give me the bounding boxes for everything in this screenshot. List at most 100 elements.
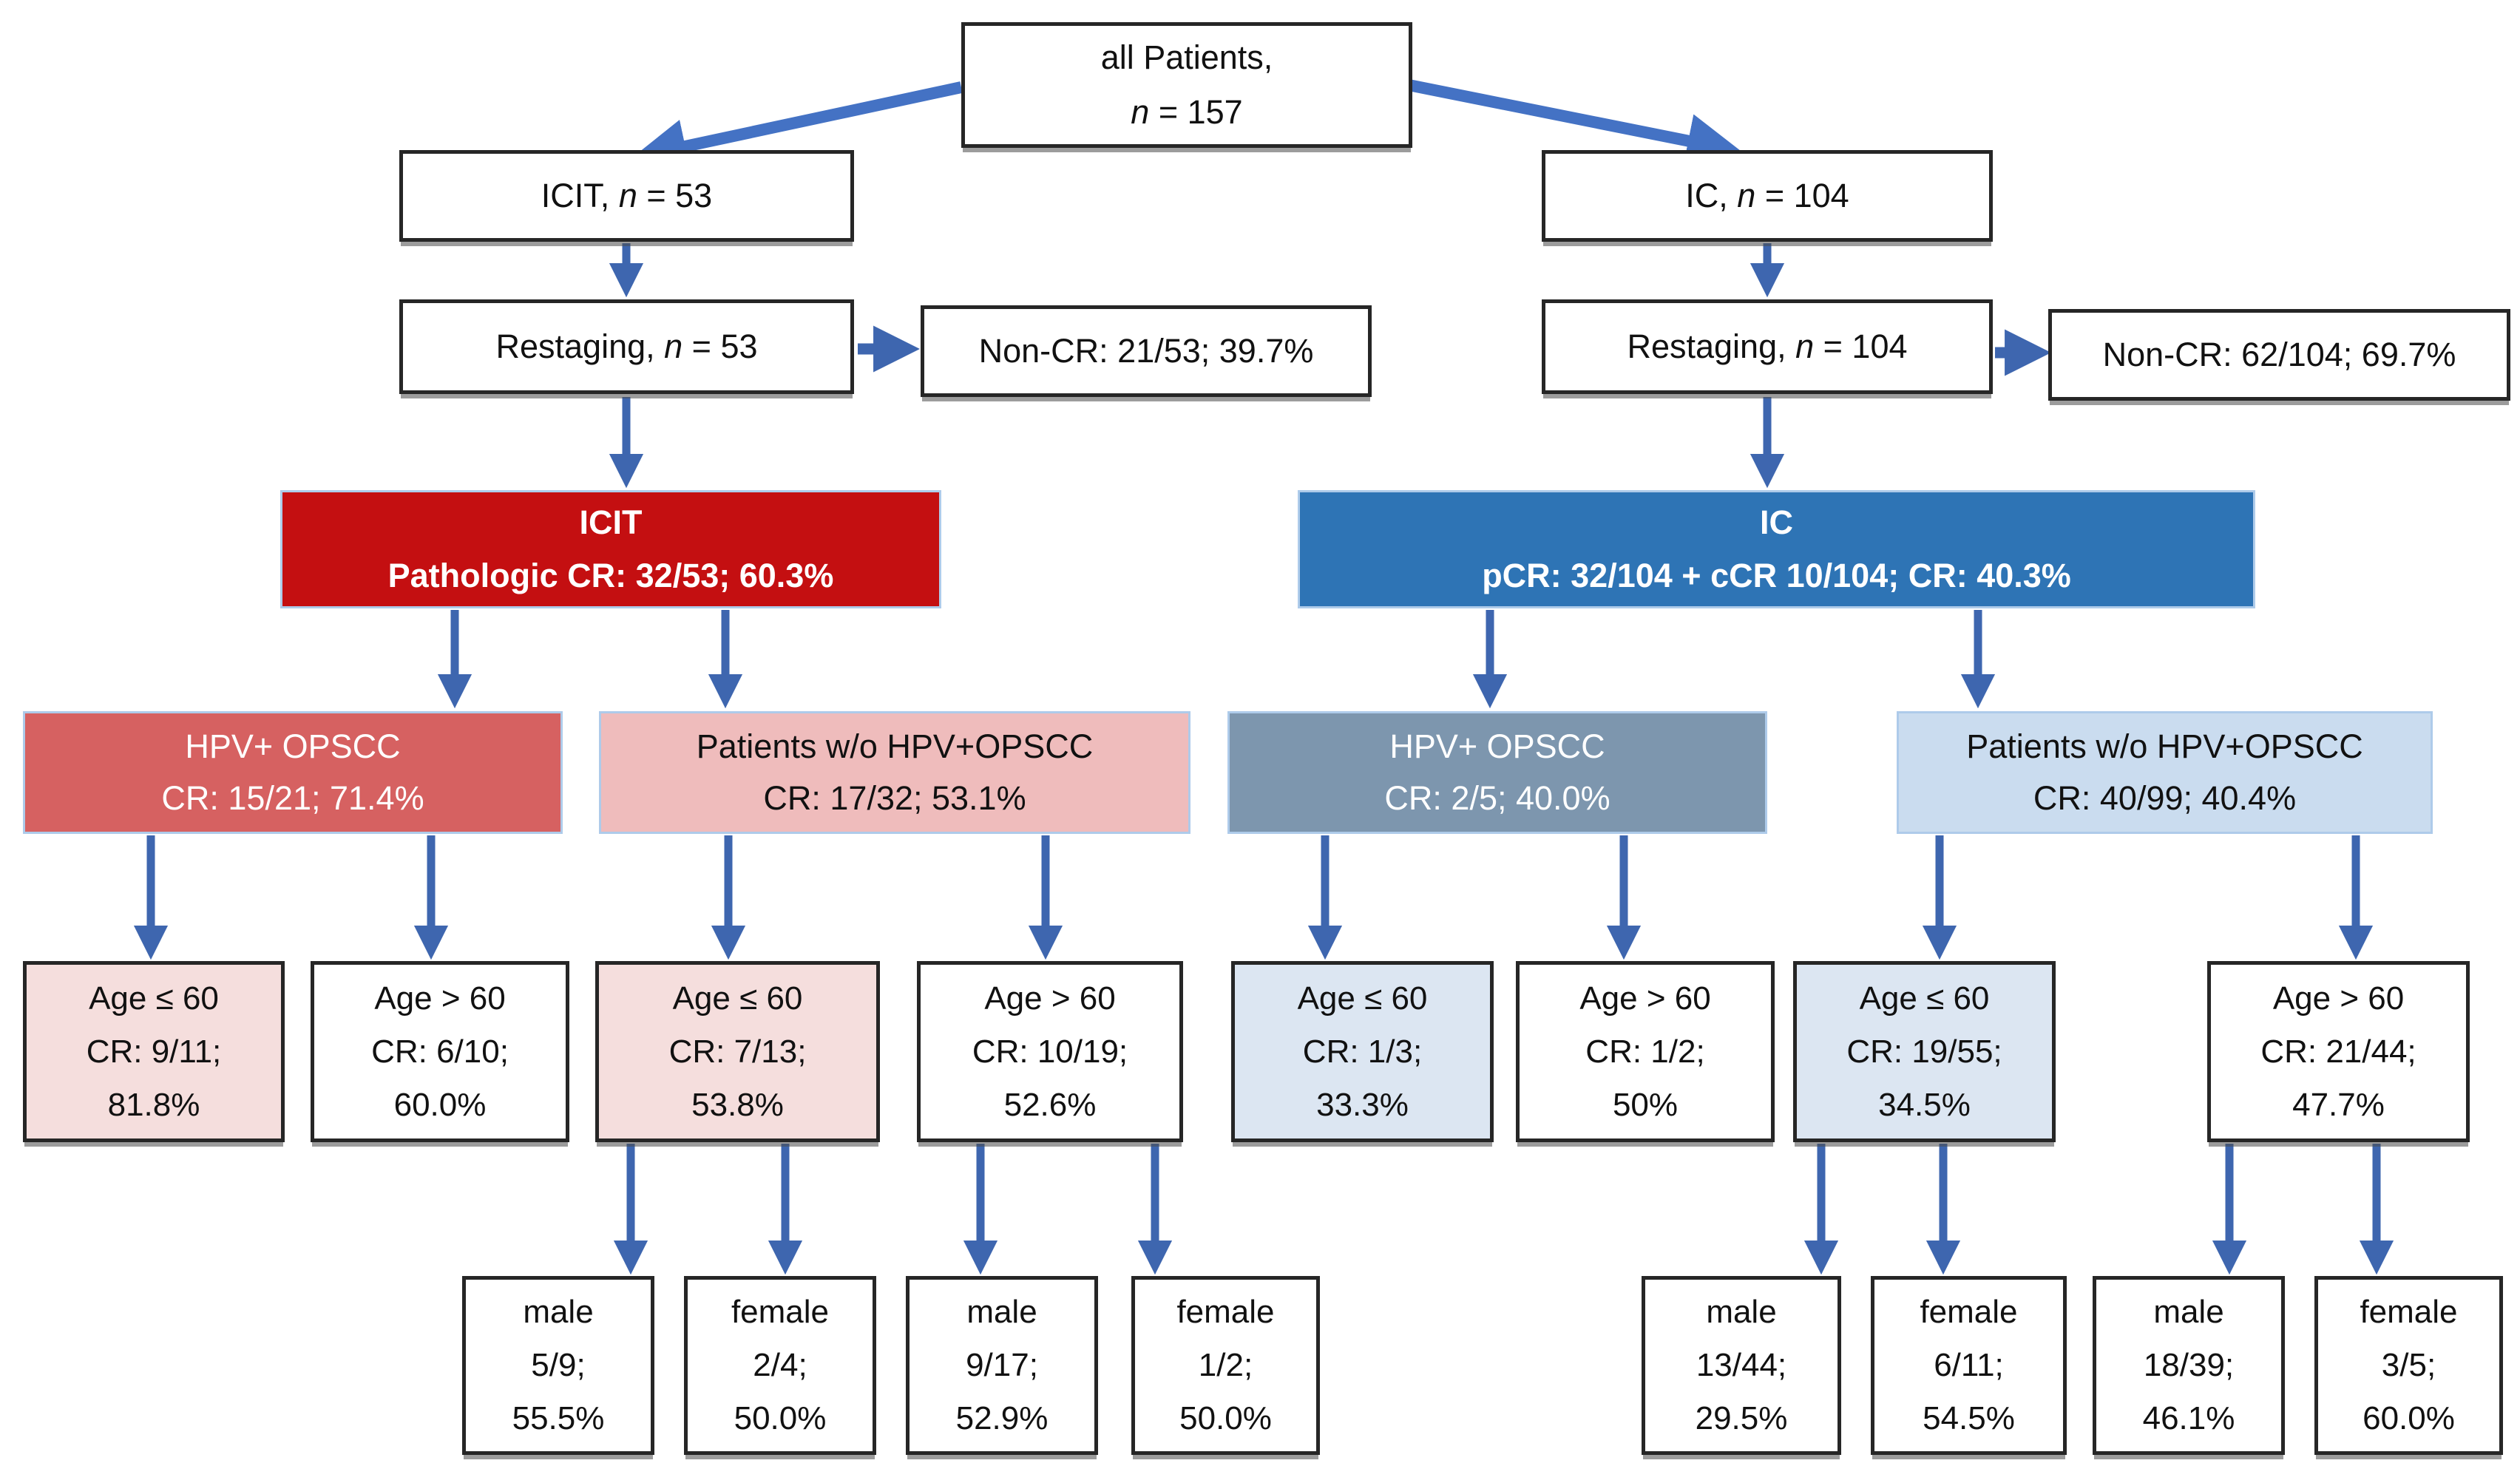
node-ic-hpv-opscc: HPV+ OPSCC CR: 2/5; 40.0% — [1227, 711, 1767, 834]
node-line: Pathologic CR: 32/53; 60.3% — [387, 557, 834, 594]
node-line: 60.0% — [393, 1086, 487, 1123]
node-ic-without-hpv-opscc: Patients w/o HPV+OPSCC CR: 40/99; 40.4% — [1897, 711, 2433, 834]
node-line: 33.3% — [1316, 1086, 1409, 1123]
node-icit-without-hpv-opscc: Patients w/o HPV+OPSCC CR: 17/32; 53.1% — [599, 711, 1190, 834]
node-line: Age > 60 — [984, 980, 1116, 1017]
node-line: 46.1% — [2142, 1400, 2235, 1436]
node-line: 6/11; — [1934, 1347, 2004, 1383]
node-line: IC — [1760, 503, 1793, 541]
label-part: = 53 — [682, 328, 758, 366]
node-line: 53.8% — [691, 1086, 784, 1123]
node-line: ICIT, n = 53 — [541, 171, 712, 221]
node-line: 18/39; — [2143, 1347, 2235, 1383]
node-line: CR: 15/21; 71.4% — [161, 779, 424, 817]
node-line: Age ≤ 60 — [1297, 980, 1428, 1017]
node-line: male — [966, 1294, 1037, 1330]
node-line: Non-CR: 62/104; 69.7% — [2102, 336, 2456, 374]
label-part: = 104 — [1814, 328, 1908, 366]
arrow-allpatients-to-icit — [631, 81, 963, 173]
node-ic-young-female: female 6/11; 54.5% — [1871, 1276, 2067, 1455]
label-part: Restaging, — [495, 328, 665, 366]
node-line: 52.6% — [1003, 1086, 1097, 1123]
node-line: CR: 9/11; — [86, 1033, 222, 1070]
node-line: Age > 60 — [2272, 980, 2405, 1017]
label-part-italic-n: n — [1795, 328, 1815, 366]
node-line: CR: 40/99; 40.4% — [2033, 779, 2297, 817]
node-line: 52.9% — [955, 1400, 1049, 1436]
node-icit-old-male: male 9/17; 52.9% — [906, 1276, 1098, 1455]
label-part-italic-n: n — [1737, 177, 1756, 215]
node-ic-young-male: male 13/44; 29.5% — [1642, 1276, 1841, 1455]
label-part: all Patients, — [1100, 38, 1273, 76]
node-line: male — [523, 1294, 594, 1330]
label-part-italic-n: n — [618, 177, 637, 215]
node-icit-hpv-age-le60: Age ≤ 60 CR: 9/11; 81.8% — [23, 961, 285, 1142]
node-icit-old-female: female 1/2; 50.0% — [1131, 1276, 1320, 1455]
node-line: CR: 1/3; — [1302, 1033, 1423, 1070]
node-noncr-icit: Non-CR: 21/53; 39.7% — [921, 305, 1372, 397]
node-line: all Patients, — [1101, 30, 1273, 85]
node-line: Patients w/o HPV+OPSCC — [1966, 727, 2363, 765]
node-line: 29.5% — [1695, 1400, 1788, 1436]
node-line: CR: 2/5; 40.0% — [1384, 779, 1610, 817]
node-icit-arm: ICIT, n = 53 — [399, 150, 854, 242]
node-line: 81.8% — [107, 1086, 200, 1123]
node-icit-hpv-opscc: HPV+ OPSCC CR: 15/21; 71.4% — [23, 711, 563, 834]
label-part: = 157 — [1149, 93, 1243, 131]
label-part: ICIT, — [541, 177, 619, 215]
node-line: Age ≤ 60 — [1859, 980, 1990, 1017]
node-line: Age ≤ 60 — [89, 980, 219, 1017]
arrow-allpatients-to-ic — [1407, 79, 1742, 168]
node-line: HPV+ OPSCC — [185, 727, 401, 765]
node-line: female — [731, 1294, 830, 1330]
node-line: CR: 6/10; — [371, 1033, 509, 1070]
label-part: = 104 — [1755, 177, 1849, 215]
node-icit-nonhpv-age-le60: Age ≤ 60 CR: 7/13; 53.8% — [595, 961, 880, 1142]
node-icit-nonhpv-age-gt60: Age > 60 CR: 10/19; 52.6% — [917, 961, 1183, 1142]
node-ic-result: IC pCR: 32/104 + cCR 10/104; CR: 40.3% — [1298, 490, 2255, 608]
node-line: 3/5; — [2381, 1347, 2436, 1383]
node-line: 60.0% — [2362, 1400, 2455, 1436]
node-line: CR: 1/2; — [1585, 1033, 1705, 1070]
node-line: 13/44; — [1696, 1347, 1787, 1383]
node-ic-nonhpv-age-gt60: Age > 60 CR: 21/44; 47.7% — [2207, 961, 2470, 1142]
node-line: 9/17; — [966, 1347, 1038, 1383]
node-ic-hpv-age-gt60: Age > 60 CR: 1/2; 50% — [1516, 961, 1775, 1142]
node-line: Non-CR: 21/53; 39.7% — [978, 332, 1314, 370]
node-line: female — [1176, 1294, 1275, 1330]
node-line: female — [2360, 1294, 2458, 1330]
node-ic-old-female: female 3/5; 60.0% — [2314, 1276, 2503, 1455]
node-line: pCR: 32/104 + cCR 10/104; CR: 40.3% — [1482, 557, 2071, 594]
node-ic-nonhpv-age-le60: Age ≤ 60 CR: 19/55; 34.5% — [1793, 961, 2056, 1142]
node-line: 2/4; — [753, 1347, 807, 1383]
node-line: IC, n = 104 — [1685, 171, 1849, 221]
node-line: 47.7% — [2292, 1086, 2385, 1123]
node-line: male — [2153, 1294, 2224, 1330]
label-part-italic-n: n — [1131, 93, 1150, 131]
node-line: CR: 21/44; — [2260, 1033, 2416, 1070]
node-line: CR: 17/32; 53.1% — [763, 779, 1026, 817]
node-line: CR: 7/13; — [668, 1033, 807, 1070]
label-part: IC, — [1685, 177, 1738, 215]
node-restaging-ic: Restaging, n = 104 — [1542, 299, 1993, 394]
node-line: Restaging, n = 53 — [495, 322, 757, 372]
node-line: HPV+ OPSCC — [1389, 727, 1605, 765]
node-line: Age ≤ 60 — [672, 980, 803, 1017]
node-line: 34.5% — [1878, 1086, 1971, 1123]
node-line: Age > 60 — [374, 980, 506, 1017]
node-line: 50.0% — [1179, 1400, 1272, 1436]
node-line: 5/9; — [531, 1347, 586, 1383]
node-line: 50% — [1612, 1086, 1679, 1123]
node-all-patients: all Patients, n = 157 — [961, 22, 1412, 148]
label-part: Restaging, — [1627, 328, 1796, 366]
node-line: CR: 10/19; — [972, 1033, 1128, 1070]
node-ic-hpv-age-le60: Age ≤ 60 CR: 1/3; 33.3% — [1231, 961, 1494, 1142]
node-line: Patients w/o HPV+OPSCC — [696, 727, 1094, 765]
node-line: n = 157 — [1131, 85, 1242, 140]
node-line: 55.5% — [512, 1400, 605, 1436]
node-icit-young-female: female 2/4; 50.0% — [684, 1276, 876, 1455]
node-noncr-ic: Non-CR: 62/104; 69.7% — [2048, 309, 2510, 401]
node-line: 1/2; — [1198, 1347, 1253, 1383]
